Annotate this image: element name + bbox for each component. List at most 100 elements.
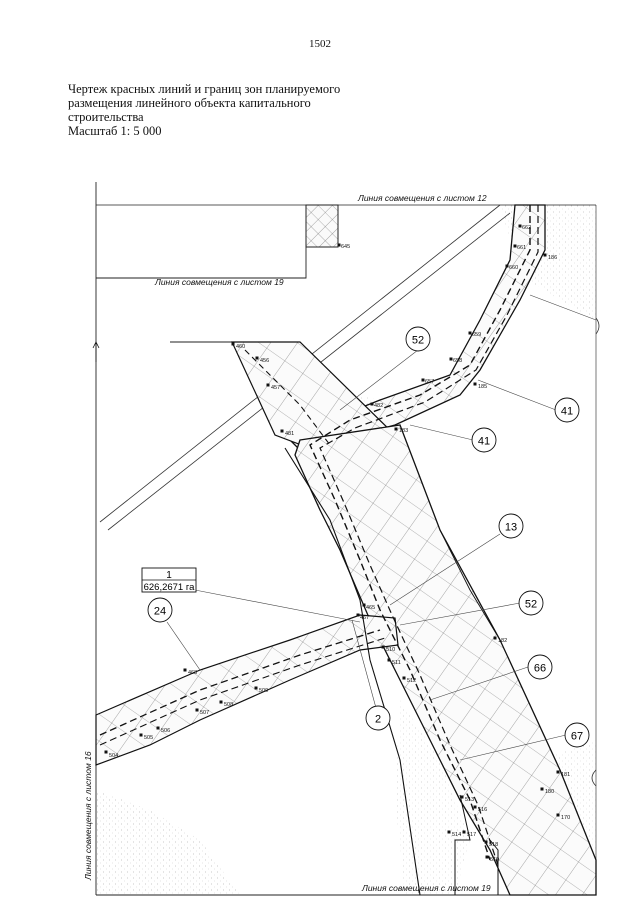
callout-marker: 24 bbox=[147, 597, 173, 623]
callout-number: 41 bbox=[561, 406, 573, 418]
inset-outline bbox=[96, 205, 307, 279]
point-marker: 509 bbox=[254, 686, 268, 694]
callout-number: 52 bbox=[525, 599, 537, 611]
point-marker: 508 bbox=[219, 700, 233, 708]
svg-text:517: 517 bbox=[467, 832, 476, 838]
svg-text:657: 657 bbox=[425, 379, 434, 385]
corridor-notch bbox=[489, 839, 499, 895]
title-line: строительства bbox=[68, 110, 144, 124]
svg-text:185: 185 bbox=[478, 384, 487, 390]
corridor-notch bbox=[454, 794, 471, 895]
zone-number: 1 bbox=[166, 570, 172, 581]
edge-arc bbox=[595, 317, 600, 335]
svg-text:518: 518 bbox=[489, 842, 498, 848]
svg-text:460: 460 bbox=[236, 344, 245, 350]
svg-text:183: 183 bbox=[399, 428, 408, 434]
svg-text:658: 658 bbox=[453, 358, 462, 364]
zone-area-box: 1 626,2671 га bbox=[141, 567, 197, 593]
point-marker: 660 bbox=[505, 264, 518, 271]
pipeline-dashed bbox=[244, 349, 331, 446]
callout-number: 2 bbox=[375, 714, 381, 726]
svg-text:468: 468 bbox=[188, 670, 197, 676]
callout-marker: 41 bbox=[471, 427, 497, 453]
point-marker: 512 bbox=[402, 676, 416, 684]
point-marker: 517 bbox=[462, 830, 476, 838]
red-line-boundary bbox=[439, 529, 501, 641]
sheet-join-label-left: Линия совмещения с листом 16 bbox=[83, 751, 93, 881]
svg-text:482: 482 bbox=[374, 403, 383, 409]
point-marker: 505 bbox=[139, 733, 153, 741]
callout-number: 66 bbox=[534, 663, 546, 675]
callout-number: 52 bbox=[412, 335, 424, 347]
edge-arc bbox=[591, 769, 597, 787]
svg-text:507: 507 bbox=[200, 710, 209, 716]
pipeline-dashed bbox=[309, 205, 531, 861]
point-marker: 182 bbox=[493, 636, 507, 644]
point-marker: 514 bbox=[447, 830, 461, 838]
page-number: 1502 bbox=[309, 38, 331, 50]
svg-text:481: 481 bbox=[285, 431, 294, 437]
callout-number: 67 bbox=[571, 731, 583, 743]
svg-text:457: 457 bbox=[271, 385, 280, 391]
point-marker: 467 bbox=[356, 613, 369, 621]
point-marker: 504 bbox=[104, 750, 118, 759]
point-marker: 180 bbox=[540, 787, 554, 795]
svg-text:662: 662 bbox=[522, 225, 531, 231]
point-marker: 185 bbox=[473, 382, 487, 390]
callout-marker: 41 bbox=[554, 397, 580, 423]
point-marker: 661 bbox=[513, 244, 526, 251]
svg-text:661: 661 bbox=[517, 245, 526, 251]
svg-text:519: 519 bbox=[490, 857, 499, 863]
svg-text:516: 516 bbox=[478, 807, 487, 813]
callout-marker: 2 bbox=[365, 705, 391, 731]
leader-line bbox=[389, 533, 501, 606]
point-labels: 645 662 661 660 186 659 658 657 185 183 … bbox=[104, 224, 570, 863]
callout-marker: 13 bbox=[498, 513, 524, 539]
leader-line bbox=[529, 294, 597, 321]
svg-text:509: 509 bbox=[259, 688, 268, 694]
svg-text:508: 508 bbox=[224, 702, 233, 708]
svg-text:456: 456 bbox=[260, 358, 269, 364]
svg-text:467: 467 bbox=[360, 615, 369, 621]
point-marker: 510 bbox=[381, 645, 395, 653]
svg-text:181: 181 bbox=[561, 772, 570, 778]
point-marker: 456 bbox=[255, 356, 269, 364]
point-marker: 468 bbox=[183, 668, 197, 676]
callout-number: 24 bbox=[154, 606, 166, 618]
hatched-inset-parcel bbox=[305, 204, 339, 248]
scale-label: Масштаб 1: 5 000 bbox=[68, 124, 162, 138]
svg-text:660: 660 bbox=[509, 265, 518, 271]
svg-text:180: 180 bbox=[545, 789, 554, 795]
svg-text:182: 182 bbox=[498, 638, 507, 644]
svg-text:511: 511 bbox=[392, 660, 401, 666]
point-marker: 513 bbox=[460, 795, 474, 803]
point-marker: 460 bbox=[231, 342, 245, 350]
leader-line bbox=[459, 734, 567, 761]
svg-text:506: 506 bbox=[161, 728, 170, 734]
svg-text:170: 170 bbox=[561, 815, 570, 821]
point-marker: 457 bbox=[266, 383, 280, 391]
point-marker: 511 bbox=[387, 658, 401, 666]
svg-text:510: 510 bbox=[386, 647, 395, 653]
sheet-join-label-top: Линия совмещения с листом 12 bbox=[357, 193, 487, 203]
callout-number: 41 bbox=[478, 436, 490, 448]
leader-line bbox=[351, 619, 377, 709]
svg-text:514: 514 bbox=[452, 832, 461, 838]
callout-marker: 52 bbox=[405, 326, 431, 352]
point-marker: 657 bbox=[421, 378, 434, 385]
pipeline-dashed bbox=[319, 205, 539, 866]
point-marker: 518 bbox=[484, 840, 498, 848]
point-marker: 186 bbox=[543, 253, 557, 261]
svg-text:645: 645 bbox=[341, 244, 350, 250]
leader-line bbox=[194, 589, 361, 623]
svg-text:512: 512 bbox=[407, 678, 416, 684]
callout-number: 13 bbox=[505, 522, 517, 534]
leader-line bbox=[399, 602, 521, 626]
point-marker: 659 bbox=[468, 331, 481, 338]
callout-marker: 66 bbox=[527, 654, 553, 680]
leader-line bbox=[339, 349, 419, 411]
title-line: Чертеж красных линий и границ зон планир… bbox=[68, 82, 341, 96]
point-marker: 181 bbox=[556, 770, 570, 778]
dotted-land-area bbox=[96, 790, 240, 895]
